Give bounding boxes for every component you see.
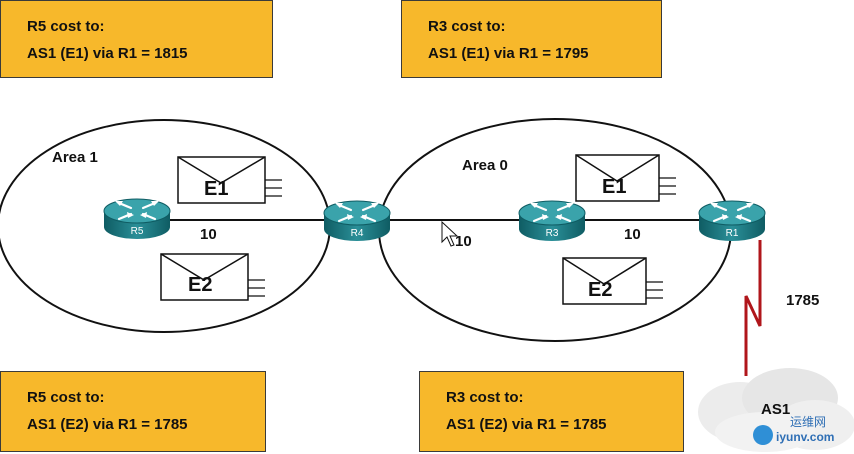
- cost-box-value: AS1 (E2) via R1 = 1785: [27, 416, 188, 433]
- area0-label: Area 0: [462, 157, 508, 174]
- envelope-label-e1: E1: [204, 178, 229, 200]
- envelope-label-e2: E2: [588, 279, 613, 301]
- cost-r5-r4: 10: [200, 226, 217, 243]
- envelope-label-e1: E1: [602, 176, 627, 198]
- cost-box-value: AS1 (E1) via R1 = 1795: [428, 45, 589, 62]
- cost-box-top-right: R3 cost to: AS1 (E1) via R1 = 1795: [401, 0, 662, 78]
- router-label-r1: R1: [725, 228, 739, 239]
- cost-box-bottom-right: R3 cost to: AS1 (E2) via R1 = 1785: [419, 371, 684, 452]
- cost-r4-r3: 10: [455, 233, 472, 250]
- cost-box-heading: R5 cost to:: [27, 18, 105, 35]
- area1-label: Area 1: [52, 149, 98, 166]
- cost-box-heading: R3 cost to:: [446, 389, 524, 406]
- cost-r3-r1: 10: [624, 226, 641, 243]
- cost-box-value: AS1 (E1) via R1 = 1815: [27, 45, 188, 62]
- cost-box-heading: R3 cost to:: [428, 18, 506, 35]
- envelope-area0-bottom: [562, 257, 663, 305]
- cost-box-top-left: R5 cost to: AS1 (E1) via R1 = 1815: [0, 0, 273, 78]
- cloud-label: AS1: [761, 401, 791, 418]
- cost-box-bottom-left: R5 cost to: AS1 (E2) via R1 = 1785: [0, 371, 266, 452]
- watermark-site: iyunv.com: [776, 430, 835, 444]
- cost-box-value: AS1 (E2) via R1 = 1785: [446, 416, 607, 433]
- envelope-area1-top: [177, 156, 282, 204]
- serial-link-r1-as1: [744, 240, 762, 376]
- watermark-logo-icon: [753, 425, 773, 445]
- envelope-area0-top: [575, 154, 676, 202]
- router-label-r3: R3: [545, 228, 559, 239]
- cost-box-heading: R5 cost to:: [27, 389, 105, 406]
- cost-r1-as1: 1785: [786, 292, 820, 309]
- router-label-r5: R5: [130, 226, 144, 237]
- watermark-chinese: 运维网: [790, 415, 827, 429]
- router-label-r4: R4: [350, 228, 364, 239]
- envelope-label-e2: E2: [188, 274, 213, 296]
- envelope-area1-bottom: [160, 253, 265, 301]
- mouse-cursor-icon-2: [441, 220, 459, 247]
